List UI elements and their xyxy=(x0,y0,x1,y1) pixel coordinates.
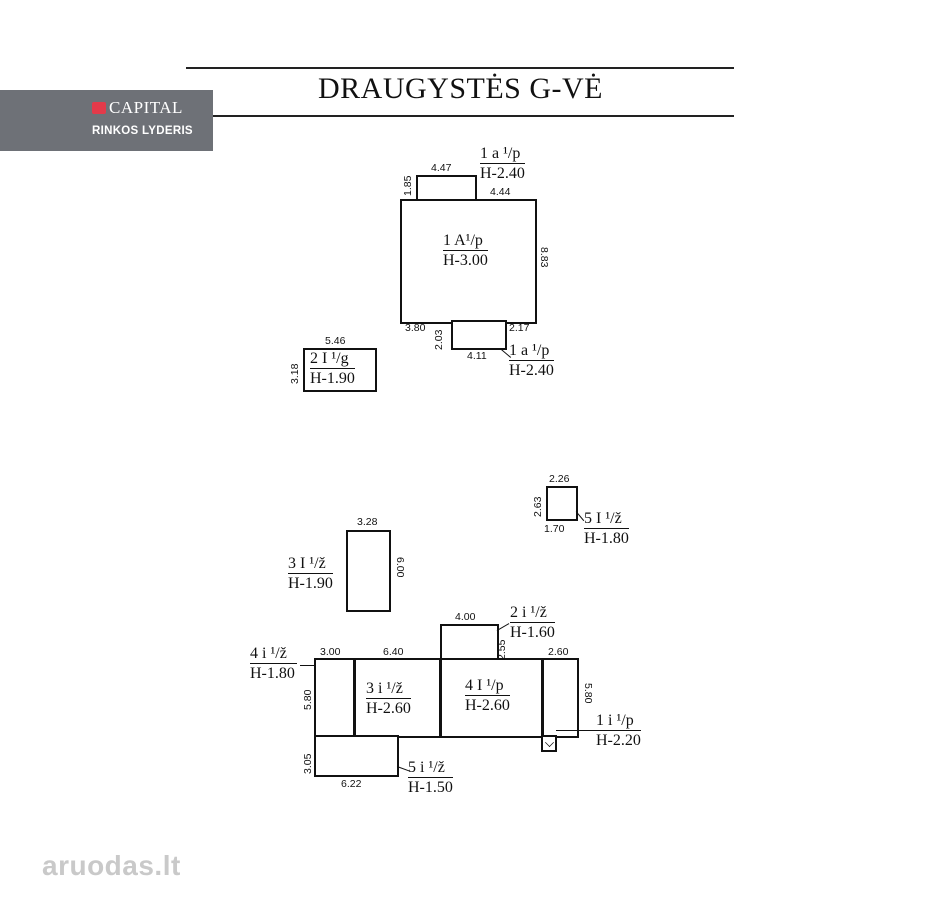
dim-shed5-side: 2.63 xyxy=(532,496,544,517)
dim-top-porch-right: 4.44 xyxy=(490,186,511,198)
aruodas-watermark: aruodas.lt xyxy=(42,850,181,881)
dim-w300: 3.00 xyxy=(320,646,341,658)
dim-shed5-bottom: 1.70 xyxy=(544,523,565,535)
annex-5i xyxy=(314,735,399,777)
dim-top-porch-width: 4.47 xyxy=(431,162,452,174)
bottom-porch-height: H-2.40 xyxy=(509,362,554,379)
garage-id: 2 I ¹/g xyxy=(310,351,355,369)
complex-main xyxy=(314,658,579,738)
agency-badge: CAPITAL RINKOS LYDERIS xyxy=(0,90,213,151)
dim-h255: 2.55 xyxy=(496,639,508,660)
dim-h580-left: 5.80 xyxy=(302,689,314,710)
b4i-height: H-1.80 xyxy=(250,665,295,682)
dim-h580-right: 5.80 xyxy=(582,683,594,704)
main-house-1A xyxy=(400,199,537,324)
label-4I: 4 I ¹/p H-2.60 xyxy=(465,678,510,714)
title-top-line xyxy=(186,67,734,69)
shed3-id: 3 I ¹/ž xyxy=(288,556,333,574)
main-house-id: 1 A¹/p xyxy=(443,233,488,251)
annex-v xyxy=(541,735,557,752)
annex-2i xyxy=(440,624,499,662)
b1i-height: H-2.20 xyxy=(596,732,641,749)
label-2i: 2 i ¹/ž H-1.60 xyxy=(510,605,555,641)
dim-garage-width: 5.46 xyxy=(325,335,346,347)
b2i-id: 2 i ¹/ž xyxy=(510,605,555,623)
shed3-height: H-1.90 xyxy=(288,575,333,592)
dim-shed3-side: 6.00 xyxy=(394,557,406,578)
garage-2I xyxy=(303,348,377,392)
b4I-id: 4 I ¹/p xyxy=(465,678,510,696)
dim-w260: 2.60 xyxy=(548,646,569,658)
b2i-height: H-1.60 xyxy=(510,624,555,641)
dim-bottom-porch-right: 2.17 xyxy=(509,322,530,334)
b3i-height: H-2.60 xyxy=(366,700,411,717)
label-shed3: 3 I ¹/ž H-1.90 xyxy=(288,556,333,592)
dim-garage-side: 3.18 xyxy=(289,363,301,384)
dim-shed3-width: 3.28 xyxy=(357,516,378,528)
b3i-id: 3 i ¹/ž xyxy=(366,681,411,699)
b5i-id: 5 i ¹/ž xyxy=(408,760,453,778)
shed-3I xyxy=(346,530,391,612)
dim-bottom-porch-width: 4.11 xyxy=(467,350,487,362)
shed5-height: H-1.80 xyxy=(584,530,629,547)
top-porch-height: H-2.40 xyxy=(480,165,525,182)
b4i-id: 4 i ¹/ž xyxy=(250,646,297,664)
label-shed5: 5 I ¹/ž H-1.80 xyxy=(584,511,629,547)
bottom-porch-id: 1 a ¹/p xyxy=(509,343,554,361)
dim-bottom-porch-left: 3.80 xyxy=(405,322,426,334)
label-5i: 5 i ¹/ž H-1.50 xyxy=(408,760,453,796)
agency-logo: CAPITAL xyxy=(92,98,183,118)
dim-w622: 6.22 xyxy=(341,778,362,790)
house-icon xyxy=(92,102,106,114)
agency-brand: CAPITAL xyxy=(109,98,183,117)
dim-shed5-width: 2.26 xyxy=(549,473,570,485)
label-3i: 3 i ¹/ž H-2.60 xyxy=(366,681,411,717)
b4I-height: H-2.60 xyxy=(465,697,510,714)
shed-5I xyxy=(546,486,578,521)
label-bottom-porch: 1 a ¹/p H-2.40 xyxy=(509,343,554,379)
leader-1i xyxy=(556,730,598,732)
b1i-id: 1 i ¹/p xyxy=(596,713,641,731)
dim-bottom-porch-side: 2.03 xyxy=(433,329,445,350)
wall-divider-3 xyxy=(541,658,544,738)
label-main-house: 1 A¹/p H-3.00 xyxy=(443,233,488,269)
label-top-porch: 1 a ¹/p H-2.40 xyxy=(480,146,525,182)
dim-h305: 3.05 xyxy=(302,753,314,774)
main-house-height: H-3.00 xyxy=(443,252,488,269)
dim-w400: 4.00 xyxy=(455,611,476,623)
label-4i: 4 i ¹/ž H-1.80 xyxy=(250,646,297,682)
dim-main-right: 8.83 xyxy=(538,247,550,268)
b5i-height: H-1.50 xyxy=(408,779,453,796)
bottom-porch xyxy=(451,320,507,350)
top-porch-id: 1 a ¹/p xyxy=(480,146,525,164)
agency-tagline: RINKOS LYDERIS xyxy=(92,125,193,137)
title-bottom-line xyxy=(200,115,734,117)
leader-4i xyxy=(300,665,316,667)
wall-divider-1 xyxy=(353,658,356,738)
shed5-id: 5 I ¹/ž xyxy=(584,511,629,529)
dim-w640: 6.40 xyxy=(383,646,404,658)
street-title: DRAUGYSTĖS G-VĖ xyxy=(318,72,603,105)
wall-divider-2 xyxy=(439,658,442,738)
garage-height: H-1.90 xyxy=(310,370,355,387)
label-1i: 1 i ¹/p H-2.20 xyxy=(596,713,641,749)
label-garage: 2 I ¹/g H-1.90 xyxy=(310,351,355,387)
dim-top-porch-side: 1.85 xyxy=(402,175,414,196)
